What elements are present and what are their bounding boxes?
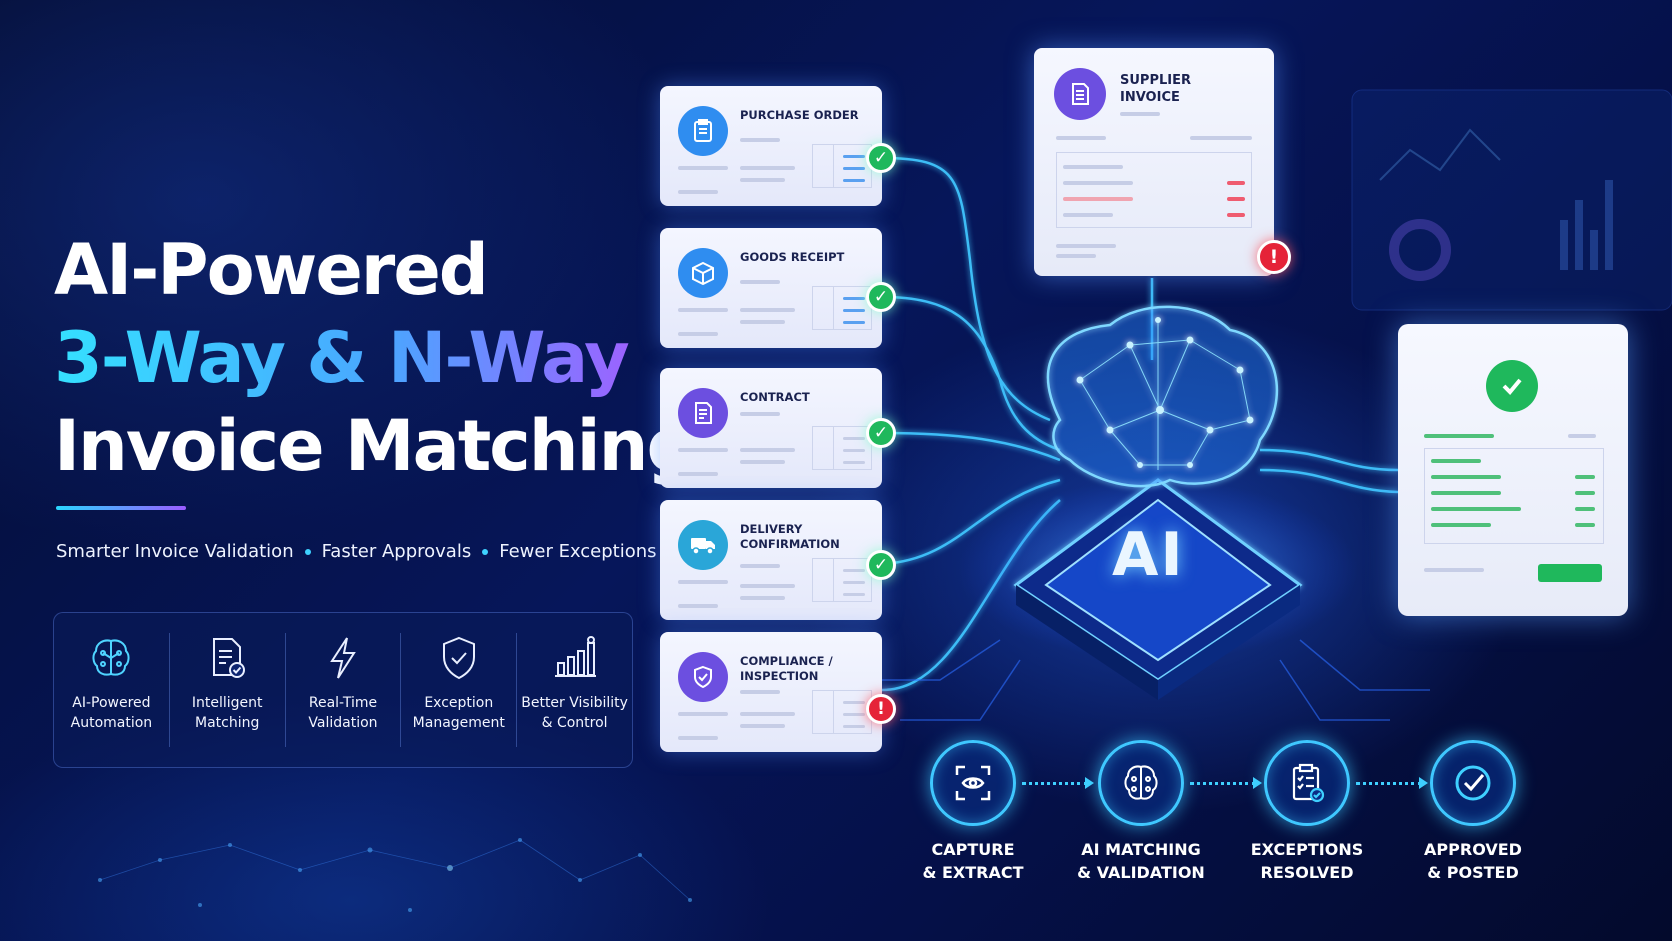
tagline-item-1: Smarter Invoice Validation xyxy=(56,541,294,562)
background-dashboard xyxy=(1351,89,1672,311)
feature-label: Real-Time Validation xyxy=(308,695,378,731)
document-card-goods-receipt: GOODS RECEIPT xyxy=(660,228,882,348)
invoice-icon xyxy=(1054,68,1106,120)
tagline-item-3: Fewer Exceptions xyxy=(499,541,657,562)
contract-icon xyxy=(678,388,728,438)
step-circle xyxy=(930,740,1016,826)
tagline-separator xyxy=(482,548,489,555)
tagline-separator xyxy=(304,548,311,555)
check-circle-icon xyxy=(1486,360,1538,412)
step-ai-matching: AI MATCHING & VALIDATION xyxy=(1066,740,1216,884)
step-label: APPROVED & POSTED xyxy=(1424,840,1522,882)
feature-label: Intelligent Matching xyxy=(191,695,263,731)
document-title: CONTRACT xyxy=(740,390,810,404)
document-card-delivery-confirmation: DELIVERY CONFIRMATION xyxy=(660,500,882,620)
check-circle-icon xyxy=(1455,765,1491,801)
step-arrow xyxy=(1022,777,1094,789)
step-label: EXCEPTIONS RESOLVED xyxy=(1250,840,1364,882)
approved-document-table xyxy=(1424,448,1604,544)
feature-intelligent-matching: Intelligent Matching xyxy=(170,633,286,747)
tagline: Smarter Invoice Validation Faster Approv… xyxy=(56,541,657,562)
status-check-icon: ✓ xyxy=(866,282,896,312)
truck-icon xyxy=(678,520,728,570)
step-circle xyxy=(1098,740,1184,826)
step-approved-posted: APPROVED & POSTED xyxy=(1398,740,1548,884)
feature-ai-automation: AI-Powered Automation xyxy=(54,633,170,747)
headline-line-2: 3-Way & N-Way xyxy=(54,314,654,402)
ai-chip xyxy=(958,478,1358,700)
step-circle xyxy=(1264,740,1350,826)
headline-line-3: Invoice Matching xyxy=(54,405,697,487)
box-icon xyxy=(678,248,728,298)
status-check-icon: ✓ xyxy=(866,550,896,580)
feature-real-time-validation: Real-Time Validation xyxy=(286,633,402,747)
feature-visibility-control: Better Visibility & Control xyxy=(517,633,632,747)
step-label: AI MATCHING & VALIDATION xyxy=(1077,840,1205,882)
shield-icon xyxy=(678,652,728,702)
scan-icon xyxy=(955,765,991,801)
approved-document-card xyxy=(1398,324,1628,616)
feature-label: Better Visibility & Control xyxy=(521,695,628,731)
document-title: PURCHASE ORDER xyxy=(740,108,859,122)
document-table xyxy=(812,558,872,602)
document-check-icon xyxy=(213,638,246,678)
document-title: COMPLIANCE / INSPECTION xyxy=(740,654,833,683)
document-title: GOODS RECEIPT xyxy=(740,250,845,264)
approve-button xyxy=(1538,564,1602,582)
headline-line-1: AI-Powered xyxy=(54,229,489,311)
shield-check-icon xyxy=(442,636,475,680)
brain-icon xyxy=(1124,765,1158,800)
step-arrow xyxy=(1190,777,1262,789)
status-check-icon: ✓ xyxy=(866,418,896,448)
tagline-item-2: Faster Approvals xyxy=(321,541,472,562)
document-card-compliance-inspection: COMPLIANCE / INSPECTION xyxy=(660,632,882,752)
document-card-purchase-order: PURCHASE ORDER xyxy=(660,86,882,206)
process-steps: CAPTURE & EXTRACT AI MATCHING & VALIDATI… xyxy=(898,740,1598,890)
lightning-icon xyxy=(330,637,356,679)
feature-exception-management: Exception Management xyxy=(401,633,518,747)
world-map-dots xyxy=(98,838,692,912)
document-table xyxy=(812,144,872,188)
step-exceptions-resolved: EXCEPTIONS RESOLVED xyxy=(1232,740,1382,884)
checklist-icon xyxy=(1292,763,1325,803)
headline: AI-Powered 3-Way & N-Way Invoice Matchin… xyxy=(54,226,697,490)
supplier-invoice-title: SUPPLIER INVOICE xyxy=(1120,73,1191,105)
document-table xyxy=(812,426,872,470)
status-error-icon: ! xyxy=(866,694,896,724)
clipboard-icon xyxy=(678,106,728,156)
supplier-invoice-card: SUPPLIER INVOICE xyxy=(1034,48,1274,276)
step-arrow xyxy=(1356,777,1428,789)
document-table xyxy=(812,286,872,330)
headline-underline xyxy=(56,506,186,510)
document-card-contract: CONTRACT xyxy=(660,368,882,488)
document-table xyxy=(812,690,872,734)
feature-label: AI-Powered Automation xyxy=(70,695,153,731)
status-error-icon: ! xyxy=(1257,240,1291,274)
step-label: CAPTURE & EXTRACT xyxy=(922,840,1024,882)
ai-hub-label: AI xyxy=(1112,520,1185,590)
bar-chart-icon xyxy=(554,636,596,677)
supplier-invoice-table xyxy=(1056,152,1252,228)
brain-icon xyxy=(92,639,130,676)
document-title: DELIVERY CONFIRMATION xyxy=(740,522,840,551)
step-capture-extract: CAPTURE & EXTRACT xyxy=(898,740,1048,884)
feature-label: Exception Management xyxy=(412,695,505,731)
brain-network-icon xyxy=(1046,305,1279,488)
step-circle xyxy=(1430,740,1516,826)
status-check-icon: ✓ xyxy=(866,143,896,173)
features-panel: AI-Powered Automation Intelligent Matchi… xyxy=(53,612,633,768)
